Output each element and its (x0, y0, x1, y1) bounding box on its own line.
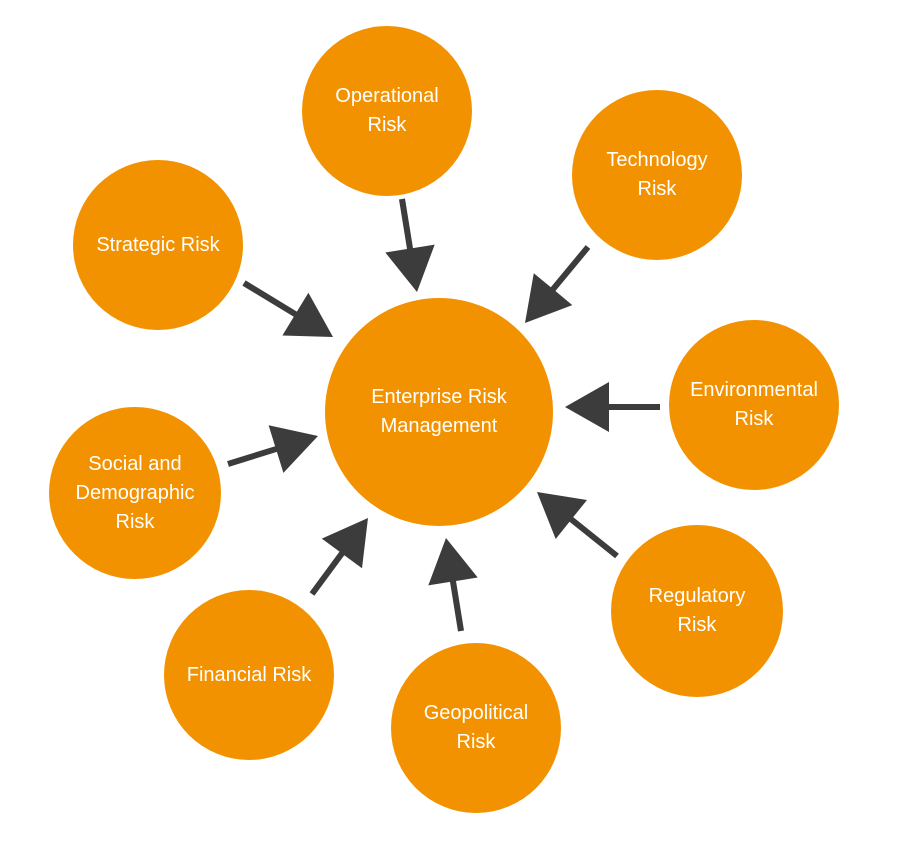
node-financial-risk-label: Financial Risk (186, 663, 312, 686)
node-technology-risk: Technology Risk (572, 90, 742, 260)
node-geopolitical-risk: Geopolitical Risk (391, 643, 561, 813)
center-node-label: Enterprise Risk Management (371, 386, 507, 437)
node-strategic-risk-label: Strategic Risk (96, 233, 220, 256)
node-environmental-risk-label: Environmental Risk (690, 379, 818, 430)
arrow-social (227, 425, 318, 473)
node-environmental-risk: Environmental Risk (669, 320, 839, 490)
arrow-geopolitical (428, 538, 478, 632)
node-technology-risk-label: Technology Risk (606, 149, 708, 200)
node-strategic-risk: Strategic Risk (73, 160, 243, 330)
node-operational-risk: Operational Risk (302, 26, 472, 196)
node-financial-risk: Financial Risk (164, 590, 334, 760)
arrow-environmental (565, 382, 660, 432)
node-social-demographic-risk: Social and Demographic Risk (49, 407, 221, 579)
node-operational-risk-label: Operational Risk (335, 85, 439, 136)
arrow-strategic (242, 280, 333, 337)
node-social-demographic-risk-label: Social and Demographic Risk (75, 452, 195, 533)
arrow-technology (525, 245, 591, 323)
node-regulatory-risk-label: Regulatory Risk (648, 585, 746, 636)
center-node-enterprise-risk-management: Enterprise Risk Management (325, 298, 553, 526)
node-regulatory-risk: Regulatory Risk (611, 525, 783, 697)
arrow-operational (385, 198, 435, 292)
arrow-regulatory (537, 492, 619, 559)
node-geopolitical-risk-label: Geopolitical Risk (423, 702, 529, 753)
arrow-financial (309, 518, 368, 596)
